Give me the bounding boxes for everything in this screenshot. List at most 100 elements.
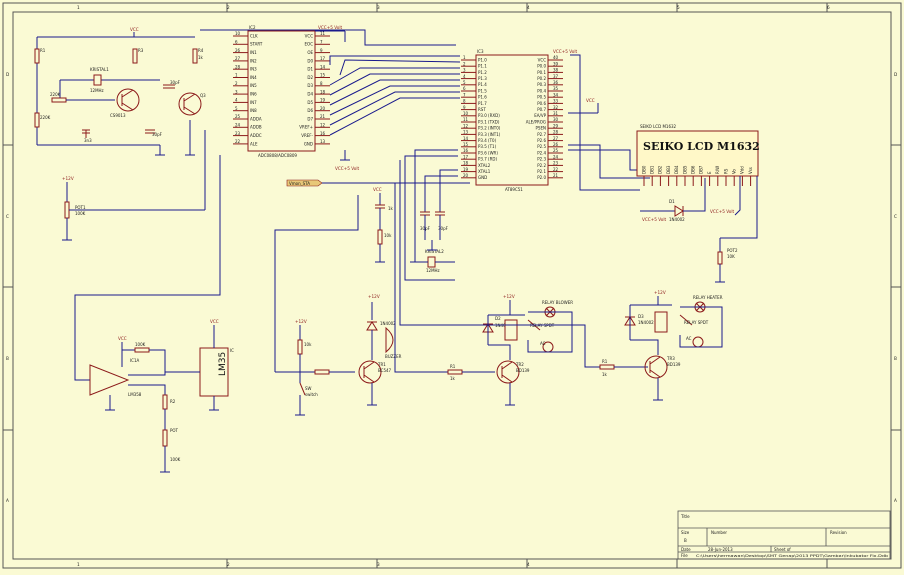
adc-pin-number: 15 <box>320 73 326 78</box>
tb-date-value: 28-Jun-2013 <box>708 547 733 552</box>
tr3-label: TR3 <box>666 356 675 361</box>
row-letter-c-right: C <box>894 214 897 219</box>
c3-value: 30pF <box>152 132 163 137</box>
adc-vcc-label: VCC+5 Volt <box>318 25 342 30</box>
mcu-ea-vcc-label: VCC <box>586 98 595 103</box>
mcu-pin-label: P0.2 <box>537 76 546 81</box>
adc-pin-number: 20 <box>320 106 326 111</box>
net-label-text: Vmon_STA <box>289 181 310 186</box>
row-letter-a: A <box>6 498 9 503</box>
switch-sw[interactable] <box>299 382 306 396</box>
mcu-pin-label: P1.3 <box>478 76 487 81</box>
mcu-pin-label: P1.5 <box>478 88 487 93</box>
kristal2-label: KRISTAL2 <box>425 249 444 254</box>
resistor-r2 <box>34 112 40 128</box>
blower-relay-section: R1 1k +12V D2 1N4002 TR2 BD139 RELAY SPD… <box>394 183 573 406</box>
adc-pin-number: 12 <box>320 123 326 128</box>
adc-pin-number: 7 <box>320 40 323 45</box>
tb-size-value: B <box>684 538 687 543</box>
blower-ac-label: AC <box>540 341 546 346</box>
col-number-3-bottom: 3 <box>377 562 380 567</box>
blower-res-value: 1k <box>450 376 456 381</box>
mcu-pin-label: P0.5 <box>537 95 546 100</box>
kristal1-label: KRISTAL1 <box>90 67 109 72</box>
mcu-pin-number: 7 <box>463 92 466 97</box>
lcd-pin-label: Vss <box>748 167 753 174</box>
resistor-r1 <box>34 48 40 64</box>
c2-value: 30pF <box>170 80 181 85</box>
d3-label: D3 <box>638 314 644 319</box>
adc-pin-label: IN3 <box>250 67 257 72</box>
adc-pin-label: IN4 <box>250 75 257 80</box>
heater-res-value: 1k <box>602 372 608 377</box>
mcu-pin-number: 29 <box>553 123 559 128</box>
q3-label: Q3 <box>200 93 206 98</box>
mcu-pin-label: P2.4 <box>537 150 546 155</box>
resistor-r3 <box>132 48 138 64</box>
mcu-pin-label: P0.4 <box>537 88 546 93</box>
adc-vref-label: VCC+5 Volt <box>335 166 359 171</box>
mcu-pin-label: P3.4 (T0) <box>478 138 497 143</box>
resistor-220k <box>51 97 67 103</box>
col-number-2: 2 <box>227 5 230 10</box>
adc-pin-label: IN8 <box>250 108 257 113</box>
mcu-pin-label: EA/VP <box>534 113 546 118</box>
pot2-label: POT2 <box>727 248 738 253</box>
transistor-q1 <box>116 88 140 112</box>
vcc-label-1: VCC <box>130 27 139 32</box>
potentiometer-pot2 <box>717 251 723 265</box>
mcu-pin-label: XTAL2 <box>478 163 491 168</box>
lcd-pin-label: DB1 <box>650 165 655 174</box>
buzzer-section: +12V 10k SW switch +12V 1N4002 BUZZER TR… <box>274 195 402 416</box>
switch-vcc-label: +12V <box>295 319 307 324</box>
mcu-pin-label: P2.0 <box>537 175 546 180</box>
mcu-pin-label: P3.1 (TXD) <box>478 119 500 124</box>
tr1-value: BC547 <box>378 368 392 373</box>
adc-pin-number: 25 <box>235 114 241 119</box>
relay-heater-switch <box>679 314 693 326</box>
adc-pin-label: IN1 <box>250 50 257 55</box>
mcu-pin-label: P3.5 (T1) <box>478 144 497 149</box>
pot2-value: 10K <box>727 254 735 259</box>
adc-pin-number: 1 <box>235 73 238 78</box>
row-letter-d: D <box>6 72 9 77</box>
heater-relay-section: R1 1k +12V D3 1N4002 TR3 BD139 RELAY SPD… <box>399 160 723 401</box>
mcu-ic3: IC3 AT89C51 P1.01P1.12P1.23P1.34P1.45P1.… <box>461 49 599 192</box>
adc-pin-label: VREF+ <box>299 125 313 130</box>
lcd-caption: SEIKO LCD M1632 <box>640 124 677 129</box>
adc-pin-label: IN5 <box>250 83 257 88</box>
resistor-opamp-r2 <box>162 394 168 410</box>
adc-pin-label: VREF- <box>301 133 313 138</box>
opamp-value: LM358 <box>128 392 142 397</box>
resistor-switch <box>297 339 303 355</box>
resistor-opamp-fb <box>134 347 150 353</box>
buzzer-label: BUZZER <box>385 354 402 359</box>
adc-pin-number: 27 <box>235 56 241 61</box>
adc-pin-number: 21 <box>320 114 326 119</box>
mcu-pin-number: 21 <box>553 173 559 178</box>
buzzer-vcc-label: +12V <box>368 294 380 299</box>
mcu-pin-number: 4 <box>463 74 466 79</box>
mcu-pin-number: 18 <box>463 161 469 166</box>
tr3-value: BD139 <box>667 362 681 367</box>
mcu-left-pins: P1.01P1.12P1.23P1.34P1.45P1.56P1.67P1.78… <box>461 55 501 180</box>
cx2-value: 30pF <box>438 226 449 231</box>
resistor-reset <box>377 229 383 245</box>
mcu-pin-label: P3.0 (RXD) <box>478 113 500 118</box>
tr2-value: BD139 <box>516 368 530 373</box>
lcd-pin-label: DB4 <box>674 165 679 174</box>
adc-pin-number: 5 <box>235 106 238 111</box>
pot1-value: 100K <box>75 211 86 216</box>
adc-pin-label: START <box>250 42 263 47</box>
adc-pin-label: D2 <box>307 75 313 80</box>
mcu-body <box>475 54 549 186</box>
d1-vcc-label: VCC+5 Volt <box>642 217 666 222</box>
mcu-pin-number: 1 <box>463 55 466 60</box>
blower-res-label: R1 <box>450 364 456 369</box>
lcd-pin-label: DB7 <box>699 165 704 174</box>
adc-pin-label: CLK <box>250 33 258 38</box>
adc-pin-label: D0 <box>307 58 313 63</box>
reset-vcc-label: VCC <box>373 187 382 192</box>
